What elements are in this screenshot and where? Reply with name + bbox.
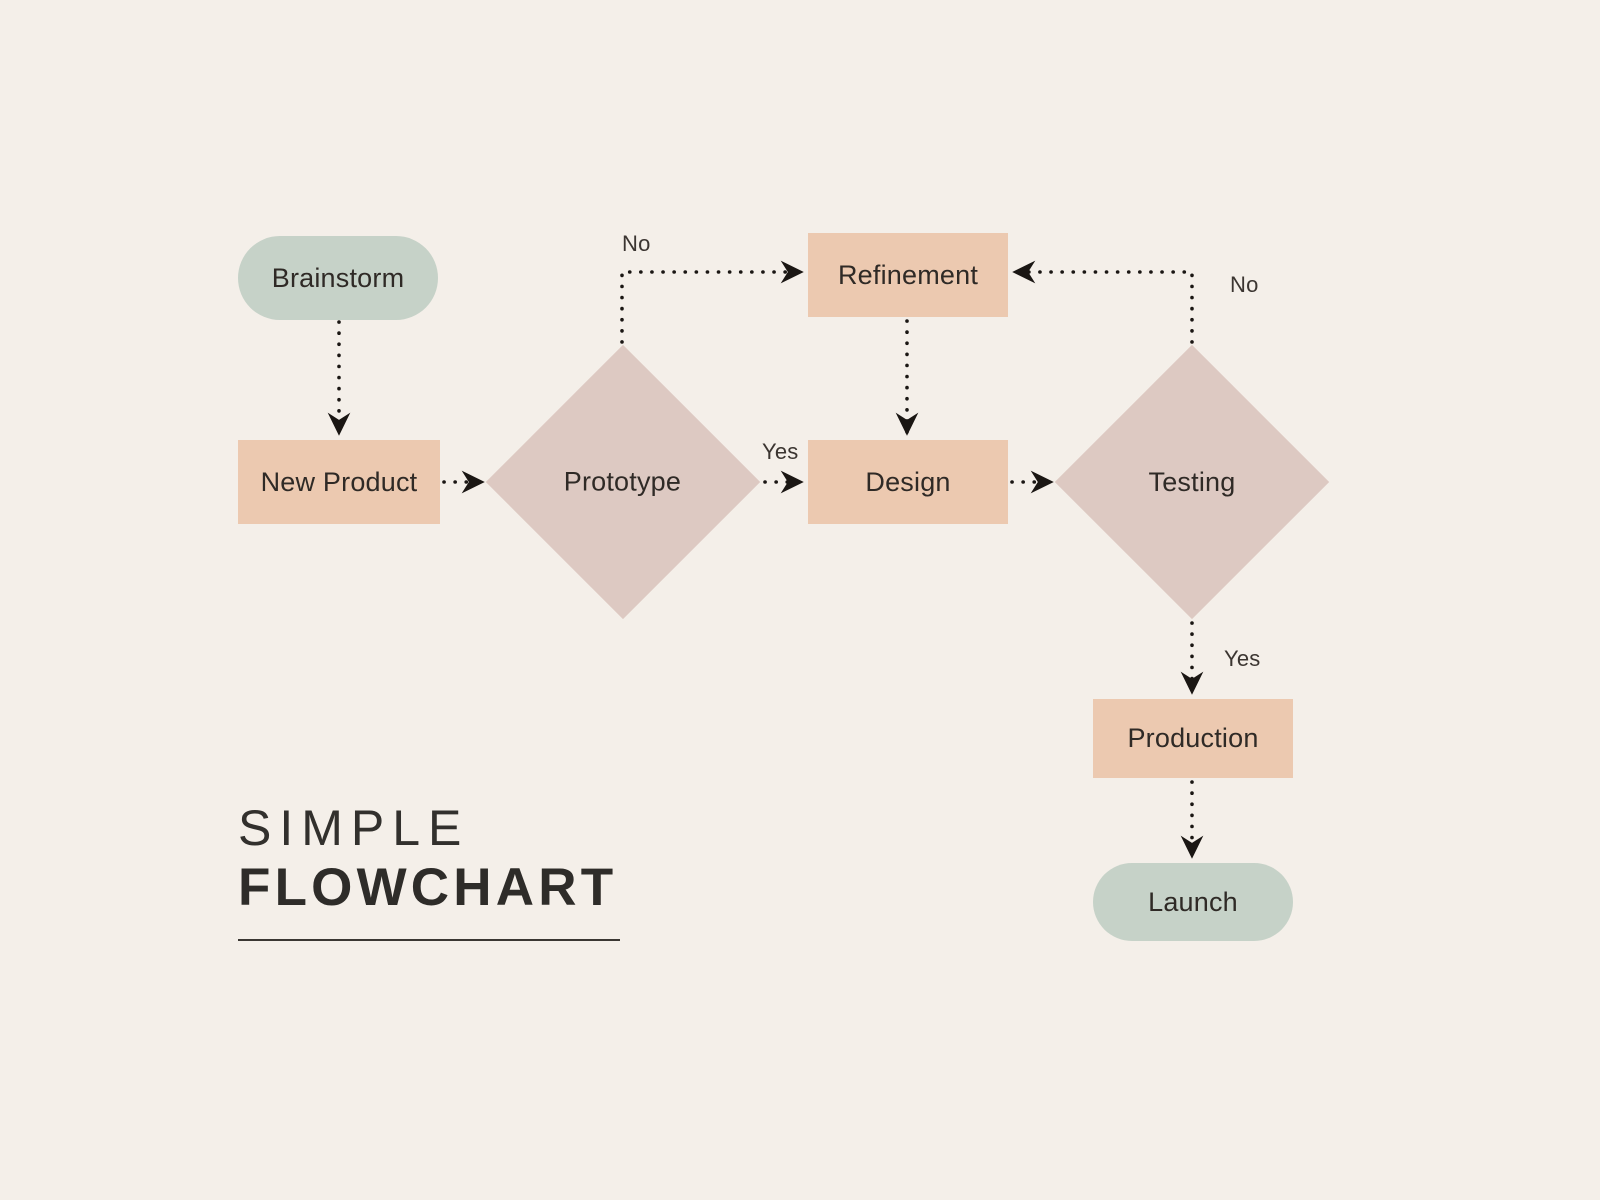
page-title-line-1: SIMPLE [238,800,470,856]
page-title-line-2: FLOWCHART [238,858,618,917]
node-production-label: Production [1127,723,1259,753]
node-testing[interactable]: Testing [1054,344,1330,620]
node-new-product[interactable]: New Product [238,440,440,524]
node-launch[interactable]: Launch [1093,863,1293,941]
node-design-label: Design [865,466,951,497]
node-launch-label: Launch [1148,886,1238,917]
connector-testing-no-to-refinement [1012,260,1194,344]
node-new-product-label: New Product [260,466,418,497]
edge-label-prototype-no: No [622,231,651,256]
node-testing-label: Testing [1148,466,1236,497]
node-prototype[interactable]: Prototype [485,344,761,620]
node-refinement[interactable]: Refinement [808,233,1008,317]
connector-prototype-no-to-refinement [620,260,804,344]
node-brainstorm[interactable]: Brainstorm [238,236,438,320]
node-brainstorm-label: Brainstorm [271,262,405,293]
edge-label-prototype-yes: Yes [762,439,799,464]
node-prototype-label: Prototype [564,466,682,497]
title-underline-rule [238,939,620,942]
edge-label-testing-yes: Yes [1224,646,1261,671]
node-production[interactable]: Production [1093,699,1293,778]
node-refinement-label: Refinement [837,259,979,290]
edge-label-testing-no: No [1230,272,1259,297]
title-block: SIMPLE FLOWCHART [238,800,658,942]
node-design[interactable]: Design [808,440,1008,524]
